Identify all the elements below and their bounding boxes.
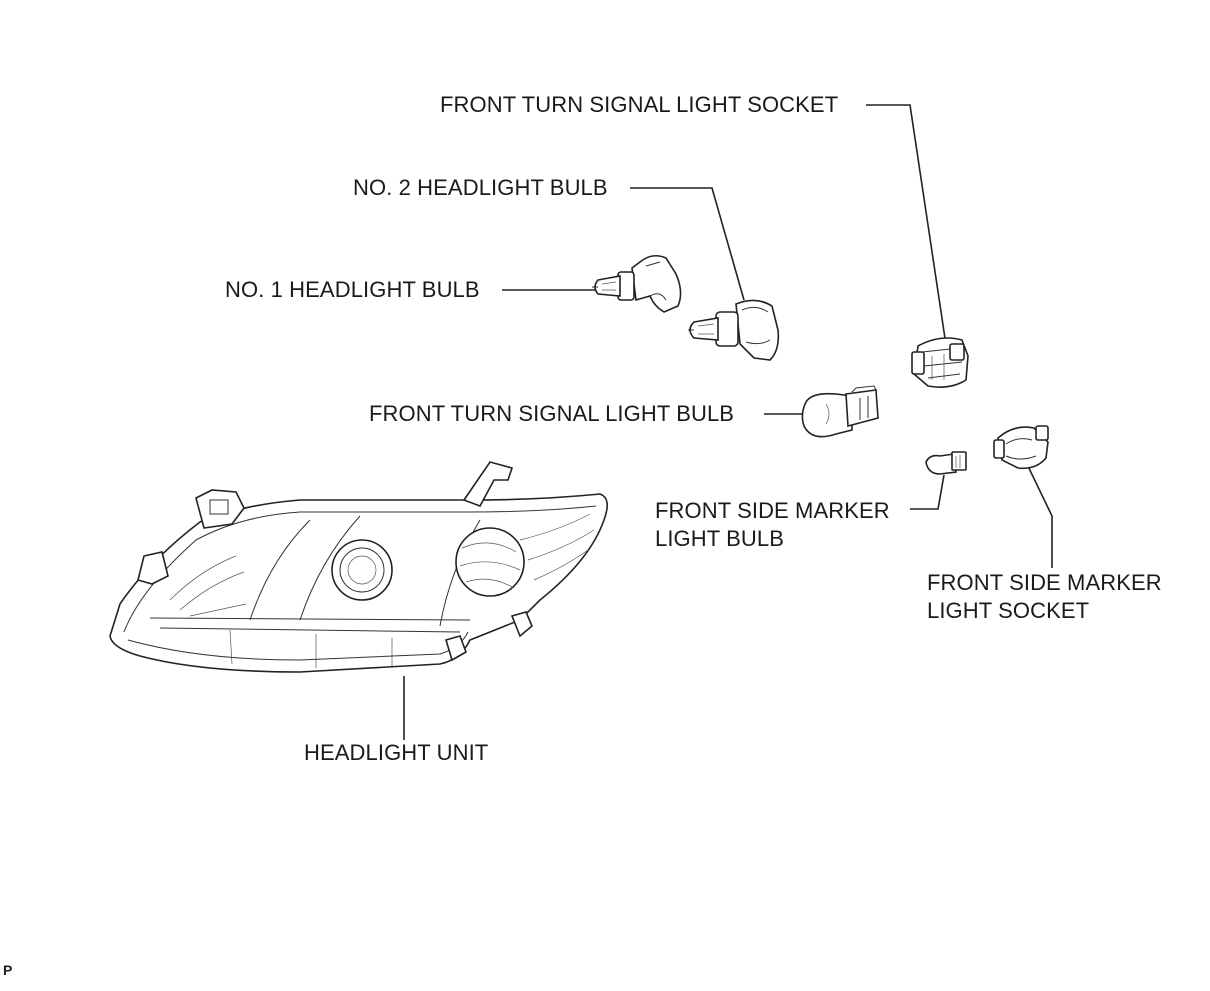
leader-side-marker-bulb — [910, 474, 945, 510]
label-front-side-marker-light-bulb: FRONT SIDE MARKER LIGHT BULB — [655, 497, 890, 553]
leader-lines — [403, 104, 1053, 740]
leader-turn-signal-socket — [866, 104, 947, 346]
turn-signal-bulb-icon — [801, 385, 879, 438]
no1-headlight-bulb-icon — [592, 254, 682, 313]
side-marker-socket-icon — [993, 425, 1049, 470]
label-front-side-marker-light-socket: FRONT SIDE MARKER LIGHT SOCKET — [927, 569, 1162, 625]
label-front-turn-signal-light-bulb: FRONT TURN SIGNAL LIGHT BULB — [369, 401, 735, 426]
leader-side-marker-socket — [1025, 461, 1053, 568]
leader-no2-headlight-bulb — [630, 187, 745, 301]
headlight-unit-icon — [109, 461, 608, 673]
label-line: LIGHT BULB — [655, 526, 784, 551]
label-no2-headlight-bulb: NO. 2 HEADLIGHT BULB — [353, 175, 608, 200]
side-marker-bulb-icon — [925, 451, 967, 475]
label-no1-headlight-bulb: NO. 1 HEADLIGHT BULB — [225, 277, 480, 302]
label-line: FRONT SIDE MARKER — [655, 498, 890, 523]
label-line: FRONT SIDE MARKER — [927, 570, 1162, 595]
turn-signal-socket-icon — [911, 337, 969, 388]
no2-headlight-bulb-icon — [688, 299, 780, 361]
label-headlight-unit: HEADLIGHT UNIT — [304, 740, 489, 765]
label-line: LIGHT SOCKET — [927, 598, 1090, 623]
label-front-turn-signal-light-socket: FRONT TURN SIGNAL LIGHT SOCKET — [440, 92, 839, 117]
corner-mark: P — [3, 962, 13, 978]
